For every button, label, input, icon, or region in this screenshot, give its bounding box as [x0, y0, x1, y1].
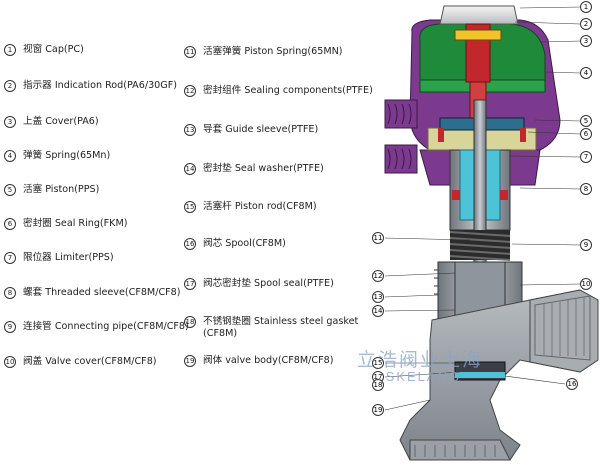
legend-text-12: 密封组件 Sealing components(PTFE)	[203, 85, 373, 96]
callout-11: 11	[372, 232, 384, 244]
callout-8: 8	[580, 183, 592, 195]
legend-item-5: 5 活塞 Piston(PPS)	[4, 184, 99, 196]
piston-spring	[449, 230, 511, 261]
callout-9: 9	[580, 239, 592, 251]
callout-7: 7	[580, 151, 592, 163]
callouts-right	[509, 6, 581, 286]
legend-number-2: 2	[4, 80, 16, 92]
legend-text-14: 密封垫 Seal washer(PTFE)	[203, 163, 324, 174]
legend-text-6: 密封圈 Seal Ring(FKM)	[23, 218, 128, 229]
legend-item-1: 1 视窗 Cap(PC)	[4, 44, 84, 56]
legend-number-9: 9	[4, 321, 16, 333]
legend-text-7: 限位器 Limiter(PPS)	[23, 252, 114, 263]
legend-text-1: 视窗 Cap(PC)	[23, 44, 84, 55]
legend-text-10: 阀盖 Valve cover(CF8M/CF8)	[23, 356, 157, 367]
watermark-cn: 立浩阀业上海	[357, 349, 484, 371]
legend-text-13: 导套 Guide sleeve(PTFE)	[203, 124, 319, 135]
callout-2: 2	[580, 18, 592, 30]
legend-item-2: 2 指示器 Indication Rod(PA6/30GF)	[4, 80, 177, 92]
legend-item-17: 17 阀芯密封垫 Spool seal(PTFE)	[184, 278, 334, 290]
callout-19: 19	[372, 404, 384, 416]
callout-4: 4	[580, 67, 592, 79]
legend-item-13: 13 导套 Guide sleeve(PTFE)	[184, 124, 318, 136]
legend-number-17: 17	[184, 278, 196, 290]
valve-body	[399, 289, 599, 461]
legend-text-15: 活塞杆 Piston rod(CF8M)	[203, 201, 317, 212]
legend-text-2: 指示器 Indication Rod(PA6/30GF)	[23, 80, 177, 91]
legend-text-5: 活塞 Piston(PPS)	[23, 184, 100, 195]
legend-number-3: 3	[4, 116, 16, 128]
legend-text-8: 螺套 Threaded sleeve(CF8M/CF8)	[23, 287, 181, 298]
legend-text-11: 活塞弹簧 Piston Spring(65MN)	[203, 46, 343, 57]
callout-10: 10	[580, 278, 592, 290]
legend-number-10: 10	[4, 356, 16, 368]
legend-item-10: 10 阀盖 Valve cover(CF8M/CF8)	[4, 356, 157, 368]
legend-number-6: 6	[4, 218, 16, 230]
legend-item-3: 3 上盖 Cover(PA6)	[4, 116, 99, 128]
legend-number-12: 12	[184, 85, 196, 97]
legend-number-11: 11	[184, 46, 196, 58]
legend-text-17: 阀芯密封垫 Spool seal(PTFE)	[203, 278, 334, 289]
legend-text-18: 不锈钢垫圈 Stainless steel gasket (CF8M)	[203, 316, 359, 339]
legend-number-7: 7	[4, 252, 16, 264]
legend-item-6: 6 密封圈 Seal Ring(FKM)	[4, 218, 128, 230]
legend-item-19: 19 阀体 valve body(CF8M/CF8)	[184, 355, 333, 367]
callout-18: 18	[372, 379, 384, 391]
legend-text-16: 阀芯 Spool(CF8M)	[203, 238, 286, 249]
callout-6: 6	[580, 128, 592, 140]
legend-item-4: 4 弹簧 Spring(65Mn)	[4, 150, 110, 162]
legend-number-14: 14	[184, 163, 196, 175]
callout-5: 5	[580, 115, 592, 127]
legend-number-15: 15	[184, 201, 196, 213]
callout-3: 3	[580, 35, 592, 47]
legend-number-13: 13	[184, 124, 196, 136]
legend-number-1: 1	[4, 44, 16, 56]
legend-text-3: 上盖 Cover(PA6)	[23, 116, 99, 127]
legend-item-14: 14 密封垫 Seal washer(PTFE)	[184, 163, 324, 175]
callout-12: 12	[372, 270, 384, 282]
callout-14: 14	[372, 305, 384, 317]
legend-item-7: 7 限位器 Limiter(PPS)	[4, 252, 114, 264]
callouts-left	[384, 237, 566, 411]
cap	[439, 5, 519, 25]
legend-number-19: 19	[184, 355, 196, 367]
legend-text-4: 弹簧 Spring(65Mn)	[23, 150, 111, 161]
watermark-en: PSKELANG	[375, 369, 462, 384]
legend-number-16: 16	[184, 238, 196, 250]
callout-1: 1	[580, 1, 592, 13]
callout-15: 15	[372, 357, 384, 369]
callout-16: 16	[566, 378, 578, 390]
legend-number-5: 5	[4, 184, 16, 196]
callout-13: 13	[372, 291, 384, 303]
legend-number-18: 18	[184, 316, 196, 328]
legend-item-15: 15 活塞杆 Piston rod(CF8M)	[184, 201, 317, 213]
legend-text-9: 连接管 Connecting pipe(CF8M/CF8)	[23, 321, 189, 332]
legend-number-8: 8	[4, 287, 16, 299]
legend-number-4: 4	[4, 150, 16, 162]
legend-item-8: 8 螺套 Threaded sleeve(CF8M/CF8)	[4, 287, 181, 299]
legend-item-9: 9 连接管 Connecting pipe(CF8M/CF8)	[4, 321, 189, 333]
legend-item-16: 16 阀芯 Spool(CF8M)	[184, 238, 286, 250]
legend-item-18: 18 不锈钢垫圈 Stainless steel gasket (CF8M)	[184, 316, 359, 340]
legend-text-19: 阀体 valve body(CF8M/CF8)	[203, 355, 334, 366]
legend-item-11: 11 活塞弹簧 Piston Spring(65MN)	[184, 46, 343, 58]
legend-item-12: 12 密封组件 Sealing components(PTFE)	[184, 85, 373, 97]
